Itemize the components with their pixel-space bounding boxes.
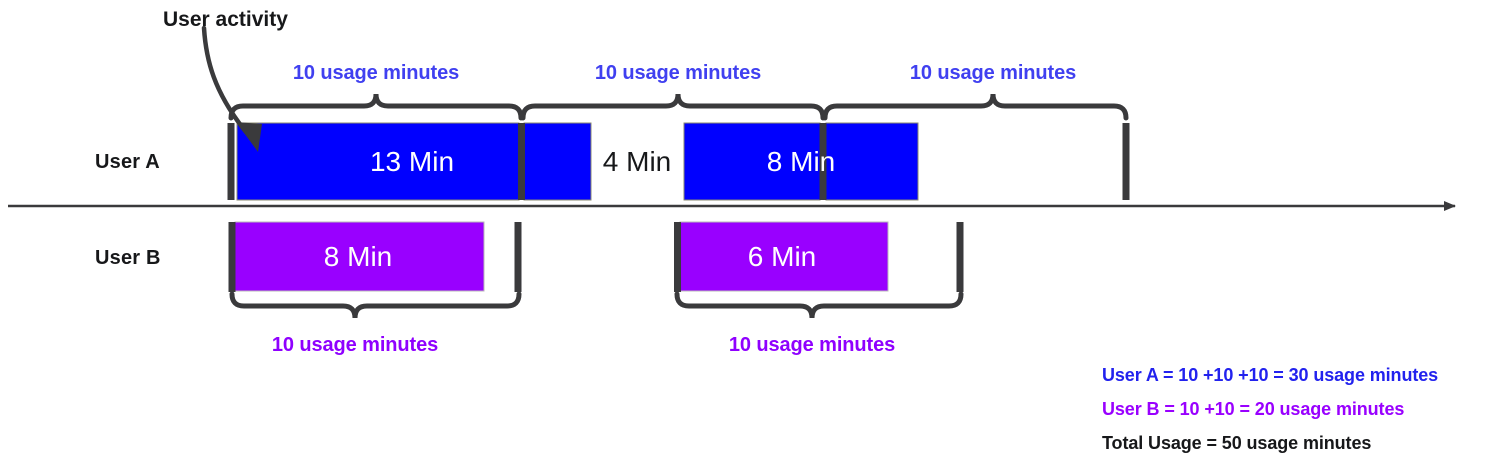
bar-b-1 <box>234 221 485 292</box>
bar-label-a-1: 13 Min <box>369 146 455 177</box>
user-activity-label: User activity <box>163 8 288 31</box>
brace-label-a-2: 10 usage minutes <box>594 62 762 84</box>
bar-a-1 <box>236 122 520 201</box>
gap-label-4min: 4 Min <box>602 146 672 177</box>
brace-b-1 <box>229 291 522 319</box>
bar-a-4 <box>825 122 919 201</box>
bar-label-b-2: 6 Min <box>747 241 817 272</box>
bar-label-a-3: 8 Min <box>766 146 836 177</box>
brace-label-b-1: 10 usage minutes <box>271 334 439 356</box>
user-activity-arrowhead <box>236 122 262 152</box>
bar-a-2 <box>523 122 592 201</box>
brace-b-2 <box>674 291 964 319</box>
row-label-user-a: User A <box>95 151 160 173</box>
brace-a-3 <box>822 93 1129 121</box>
brace-a-1 <box>228 93 524 121</box>
brace-label-a-3: 10 usage minutes <box>909 62 1077 84</box>
row-label-user-b: User B <box>95 247 161 269</box>
legend-user-b: User B = 10 +10 = 20 usage minutes <box>1102 399 1405 419</box>
brace-label-a-1: 10 usage minutes <box>292 62 460 84</box>
user-activity-arrow <box>201 25 249 135</box>
brace-a-2 <box>520 93 826 121</box>
legend-total: Total Usage = 50 usage minutes <box>1102 433 1372 453</box>
bar-label-b-1: 8 Min <box>323 241 393 272</box>
bar-b-2 <box>679 221 889 292</box>
brace-label-b-2: 10 usage minutes <box>728 334 896 356</box>
bar-a-3 <box>683 122 821 201</box>
legend-user-a: User A = 10 +10 +10 = 30 usage minutes <box>1102 365 1439 385</box>
